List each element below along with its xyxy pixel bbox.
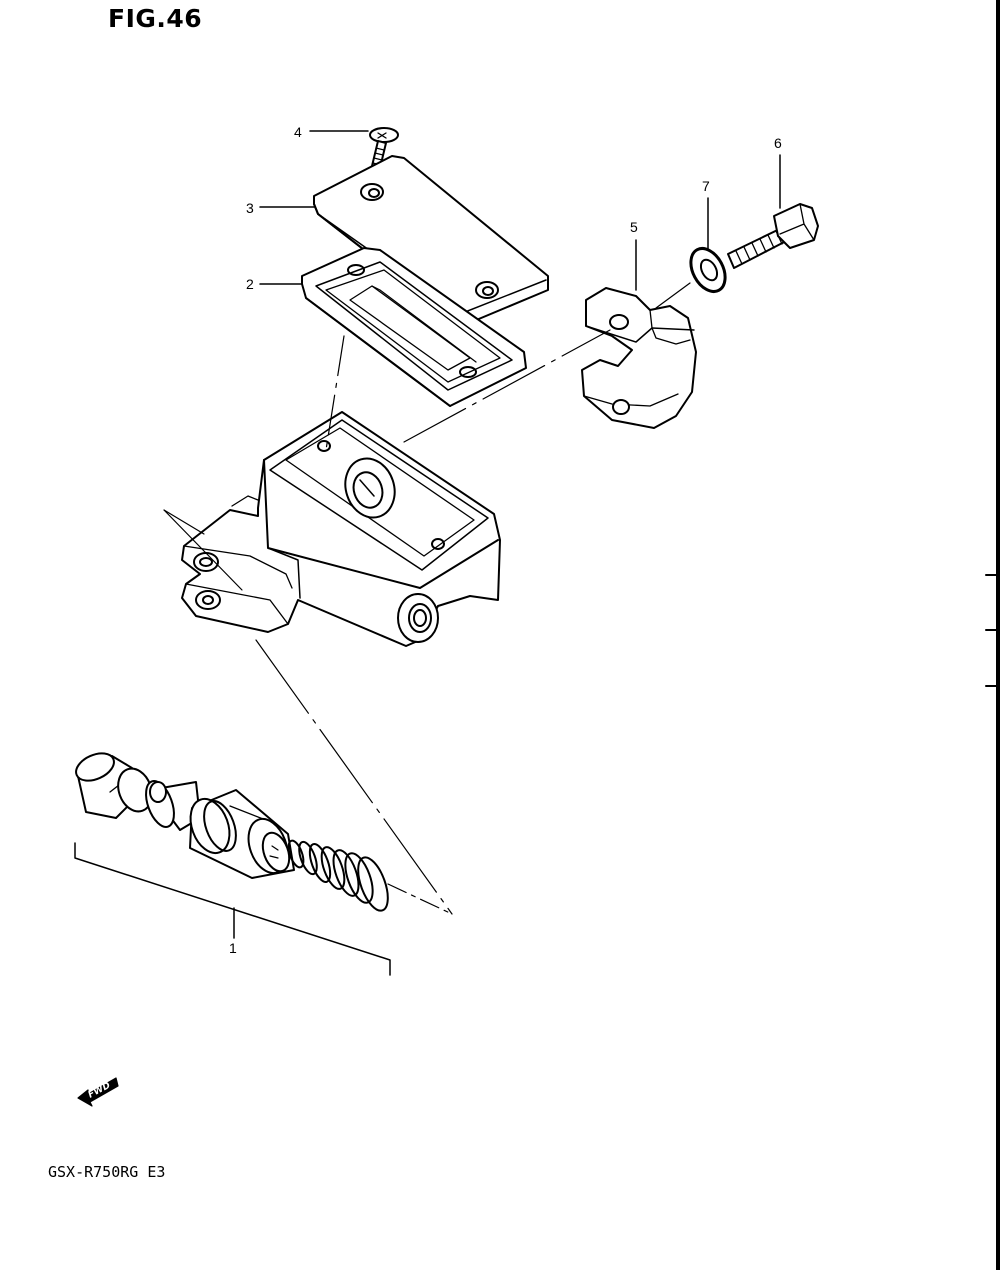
callout-7-label: 7	[702, 178, 710, 194]
bolt-part	[727, 203, 819, 269]
figure-title: FIG.46	[108, 4, 203, 33]
callout-2-label: 2	[246, 276, 254, 292]
callout-6[interactable]: 6	[774, 135, 782, 209]
callout-1-label: 1	[229, 940, 237, 956]
piston-assembly-part	[75, 752, 389, 912]
page-edge	[996, 0, 1000, 1270]
callout-3[interactable]: 3	[246, 200, 316, 216]
fwd-arrow-icon: FWD	[77, 1077, 119, 1107]
callout-4[interactable]: 4	[294, 124, 369, 140]
callout-4-label: 4	[294, 124, 302, 140]
model-code: GSX-R750RG E3	[48, 1163, 166, 1181]
master-cylinder-body-part	[181, 411, 501, 647]
callout-3-label: 3	[246, 200, 254, 216]
holder-clamp-part	[581, 287, 697, 429]
cap-screw-part	[369, 127, 399, 169]
callout-6-label: 6	[774, 135, 782, 151]
leader-lines	[163, 282, 691, 915]
reservoir-diaphragm-part	[301, 247, 527, 407]
callout-5[interactable]: 5	[630, 219, 638, 291]
callout-5-label: 5	[630, 219, 638, 235]
washer-part	[689, 247, 727, 293]
callout-7[interactable]: 7	[702, 178, 710, 251]
callout-1[interactable]: 1	[74, 842, 391, 976]
fwd-label: FWD	[87, 1081, 113, 1101]
callout-2[interactable]: 2	[246, 276, 305, 292]
